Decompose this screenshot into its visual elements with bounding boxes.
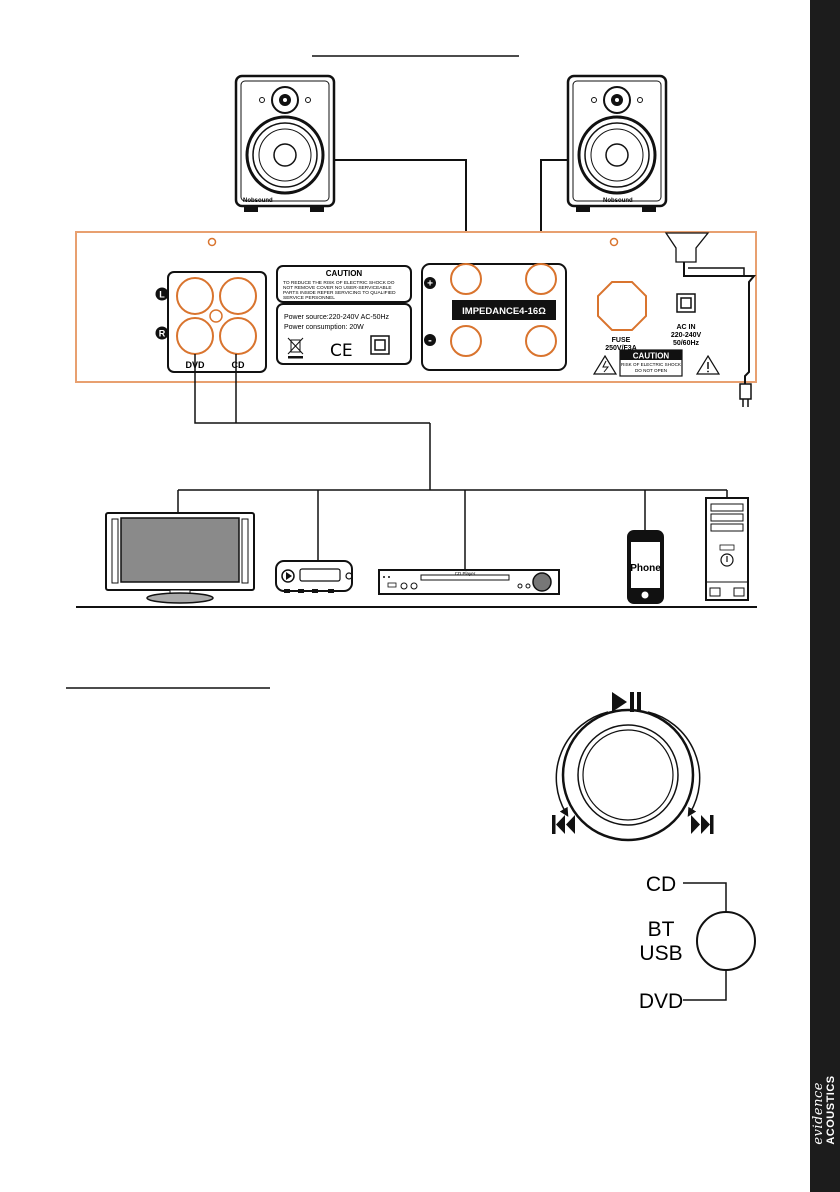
weee-bin-icon — [287, 337, 304, 359]
channel-r-label: R — [159, 329, 166, 339]
source-selector-knob[interactable] — [696, 911, 756, 971]
rca-jack-cd-r[interactable] — [219, 317, 257, 355]
caution2-line-2: DO NOT OPEN — [635, 368, 667, 373]
left-speaker: Nobsound — [234, 74, 336, 212]
power-rating-label: Power source:220-240V AC-50Hz Power cons… — [276, 303, 412, 365]
input-cd-label: CD — [232, 360, 245, 370]
caution-title: CAUTION — [326, 269, 363, 278]
terminal-left-minus[interactable] — [450, 325, 482, 357]
rca-input-block: L R DVD CD — [155, 271, 267, 373]
cd-player-label: CD Player — [455, 571, 476, 576]
rotate-right-arrow — [647, 711, 701, 817]
right-speaker: Nobsound — [566, 74, 668, 212]
ac-in-line-2: 220-240V — [671, 332, 702, 339]
terminal-right-plus[interactable] — [525, 263, 557, 295]
ac-in-line-3: 50/60Hz — [673, 340, 700, 347]
jog-dial-control[interactable] — [561, 708, 695, 842]
minus-sign: - — [428, 335, 432, 347]
exclamation-warning-icon — [695, 354, 721, 375]
terminal-left-plus[interactable] — [450, 263, 482, 295]
caution-line-2: NOT REMOVE COVER NO USER-SERVICEABLE — [283, 285, 392, 291]
selector-cd-label: CD — [646, 873, 676, 896]
cd-player-device: CD Player — [378, 569, 560, 595]
dvd-input-cable — [194, 354, 430, 424]
selector-line-cd — [683, 882, 727, 912]
caution-line-1: TO REDUCE THE RISK OF ELECTRIC SHOCK DO — [283, 280, 395, 286]
previous-track-icon — [552, 815, 575, 834]
selector-dvd-label: DVD — [639, 990, 683, 1013]
play-pause-icon — [612, 692, 641, 712]
tv-device — [105, 512, 255, 604]
selector-usb-label: USB — [639, 942, 682, 965]
caution-line-3: PARTS INSIDE REFER SERVICING TO QUALIFIE… — [283, 290, 396, 296]
plus-sign: + — [427, 279, 433, 290]
fuse-rating: 250V/F3A — [605, 345, 637, 352]
radio-device — [275, 560, 353, 593]
power-cord — [664, 232, 757, 407]
rca-jack-dvd-l[interactable] — [176, 277, 214, 315]
fuse-label: FUSE — [612, 337, 631, 344]
left-speaker-brand: Nobsound — [243, 198, 273, 204]
speaker-terminal-block: + - IMPEDANCE4-16Ω — [421, 263, 567, 371]
caution-line-4: SERVICE PERSONNEL — [283, 295, 335, 301]
caution2-title: CAUTION — [633, 352, 670, 361]
caution-label: CAUTION TO REDUCE THE RISK OF ELECTRIC S… — [276, 265, 412, 303]
selector-line-dvd — [683, 970, 727, 1001]
phone-device: Phone — [627, 530, 664, 604]
next-track-icon — [691, 815, 714, 834]
double-insulation-icon — [370, 335, 390, 355]
phone-label: Phone — [630, 563, 661, 574]
ce-mark: CE — [330, 341, 353, 361]
pc-tower-device — [705, 497, 749, 601]
rotate-left-arrow — [555, 711, 609, 817]
power-consumption-text: Power consumption: 20W — [284, 324, 364, 331]
power-source-text: Power source:220-240V AC-50Hz — [284, 314, 390, 321]
selector-bt-label: BT — [648, 918, 675, 941]
impedance-label: IMPEDANCE4-16Ω — [462, 306, 546, 317]
ac-inlet[interactable] — [676, 293, 696, 313]
ac-in-line-1: AC IN — [676, 324, 695, 331]
side-bar — [810, 0, 840, 1192]
rca-jack-cd-l[interactable] — [219, 277, 257, 315]
fuse-holder[interactable] — [597, 281, 647, 331]
right-speaker-brand: Nobsound — [603, 198, 633, 204]
shock-warning-icon — [592, 354, 618, 375]
channel-l-label: L — [159, 290, 165, 300]
terminal-right-minus[interactable] — [525, 325, 557, 357]
caution2-line-1: RISK OF ELECTRIC SHOCK — [621, 362, 682, 367]
rca-jack-dvd-r[interactable] — [176, 317, 214, 355]
